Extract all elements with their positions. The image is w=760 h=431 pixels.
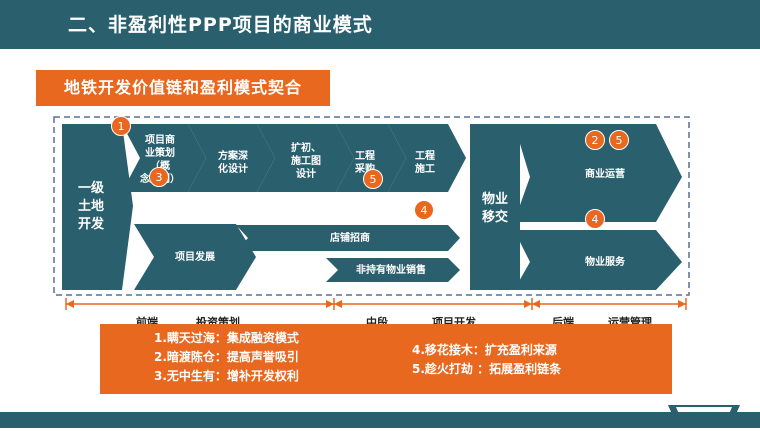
badge-5: 5 — [363, 169, 383, 189]
chevron-business-planning — [122, 124, 206, 192]
chevron-non-held-sales — [326, 258, 460, 282]
badge-3: 3 — [149, 167, 169, 187]
badge-4-service: 4 — [585, 209, 605, 229]
chevron-scheme-design — [188, 124, 275, 192]
badge-1: 1 — [111, 116, 131, 136]
chevron-shop-leasing — [236, 225, 460, 251]
chevron-construction — [388, 124, 466, 192]
page-number: 15 — [704, 412, 718, 423]
strategy-3: 3.无中生有：增补开发权利 — [154, 369, 299, 383]
primary-land-block — [62, 124, 133, 290]
chevron-commercial-operation — [514, 124, 682, 222]
chevron-preliminary-design — [257, 124, 354, 192]
header-bar: 二、非盈利性PPP项目的商业模式 — [0, 0, 760, 49]
chevron-procurement — [336, 124, 406, 192]
label-handover: 物业 移交 — [481, 192, 508, 225]
label-commercial-operation: 商业运营 — [585, 169, 625, 180]
label-scheme-design: 方案深 化设计 — [218, 151, 248, 175]
label-non-held-sales: 非持有物业销售 — [356, 265, 426, 276]
page-title: 二、非盈利性PPP项目的商业模式 — [68, 14, 373, 36]
strategy-2: 2.暗渡陈仓：提高声誉吸引 — [154, 350, 299, 364]
strategy-5: 5.趁火打劫 ：拓展盈利链条 — [412, 362, 562, 376]
dashed-frame — [53, 116, 690, 296]
chevron-property-service — [514, 230, 682, 290]
label-shop-leasing: 店铺招商 — [330, 233, 370, 244]
label-procurement: 工程 采购 — [355, 151, 375, 175]
chevron-project-development — [134, 224, 256, 290]
label-construction: 工程 施工 — [415, 151, 435, 175]
badge-5-operation: 5 — [609, 130, 629, 150]
label-property-service: 物业服务 — [585, 257, 625, 268]
label-preliminary-design: 扩初、 施工图 设计 — [291, 143, 321, 180]
strategy-4: 4.移花接木：扩充盈利来源 — [412, 343, 557, 357]
badge-4-leasing: 4 — [414, 200, 434, 220]
handover-block — [470, 124, 520, 290]
badge-2: 2 — [585, 130, 605, 150]
strategy-box: 1.瞒天过海：集成融资模式 2.暗渡陈仓：提高声誉吸引 3.无中生有：增补开发权… — [100, 324, 672, 394]
label-project-development: 项目发展 — [175, 252, 215, 263]
section-subtitle: 地铁开发价值链和盈利模式契合 — [36, 70, 330, 106]
label-primary-land: 一级 土地 开发 — [77, 181, 104, 232]
footer-bar — [0, 412, 760, 428]
strategy-1: 1.瞒天过海：集成融资模式 — [154, 331, 299, 345]
